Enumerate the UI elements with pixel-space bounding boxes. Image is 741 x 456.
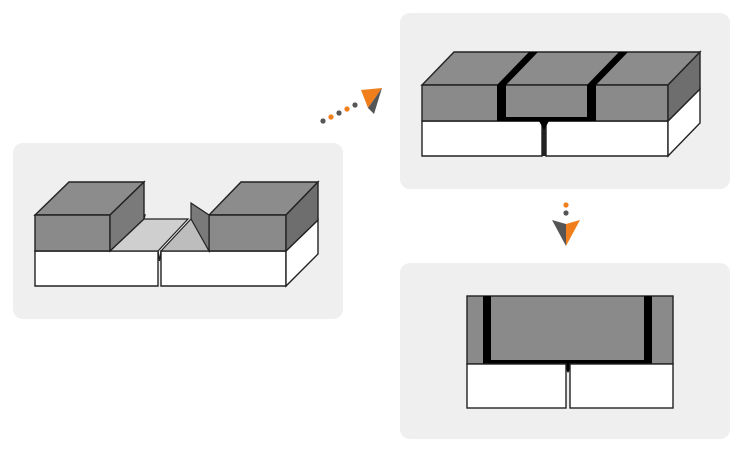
front-base-right xyxy=(569,363,674,409)
front-block xyxy=(466,295,674,365)
base-front-left xyxy=(421,120,543,157)
seam-bottom xyxy=(497,117,596,121)
front-seam-right xyxy=(644,296,652,364)
base-right-front xyxy=(160,250,287,287)
seam-left-top xyxy=(497,52,538,85)
step-1-illustration xyxy=(33,180,320,288)
blocks-side xyxy=(667,50,701,123)
arrow-to-step-2 xyxy=(318,84,384,128)
dot-b xyxy=(563,210,569,216)
arrow-head-dark xyxy=(368,88,382,114)
block-left-front xyxy=(34,214,111,252)
seam-left-front xyxy=(497,85,506,121)
arrow-head-orange xyxy=(361,88,382,108)
front-seam-bottom xyxy=(483,360,652,364)
block-right-front xyxy=(208,214,287,252)
step-2-illustration xyxy=(420,50,702,158)
arrow-head-dark-2 xyxy=(552,220,566,246)
arrow-to-step-3 xyxy=(548,200,584,250)
front-base-left xyxy=(466,363,567,409)
seam-right-top xyxy=(587,52,628,85)
step-3-panel xyxy=(400,263,730,439)
groove-notch-2 xyxy=(158,250,162,262)
block-right-inner-face xyxy=(190,201,210,254)
base-front-right xyxy=(545,120,669,157)
block-right-side xyxy=(285,180,319,253)
dot-4 xyxy=(344,106,350,112)
dot-5 xyxy=(352,102,358,108)
dot-a xyxy=(563,202,569,208)
dot-2 xyxy=(328,114,334,120)
seam-tip xyxy=(539,121,549,130)
step-2-panel xyxy=(400,13,730,189)
seam-right-front xyxy=(587,85,596,121)
dot-3 xyxy=(336,110,342,116)
base-left-front xyxy=(34,250,159,287)
step-1-panel xyxy=(13,143,343,319)
arrow-head-orange-2 xyxy=(566,220,580,246)
blocks-front xyxy=(421,84,669,122)
block-left-side xyxy=(109,180,145,253)
dot-1 xyxy=(320,118,326,124)
step-3-illustration xyxy=(466,295,674,409)
front-seam-left xyxy=(483,296,491,364)
blocks-top xyxy=(420,51,702,86)
